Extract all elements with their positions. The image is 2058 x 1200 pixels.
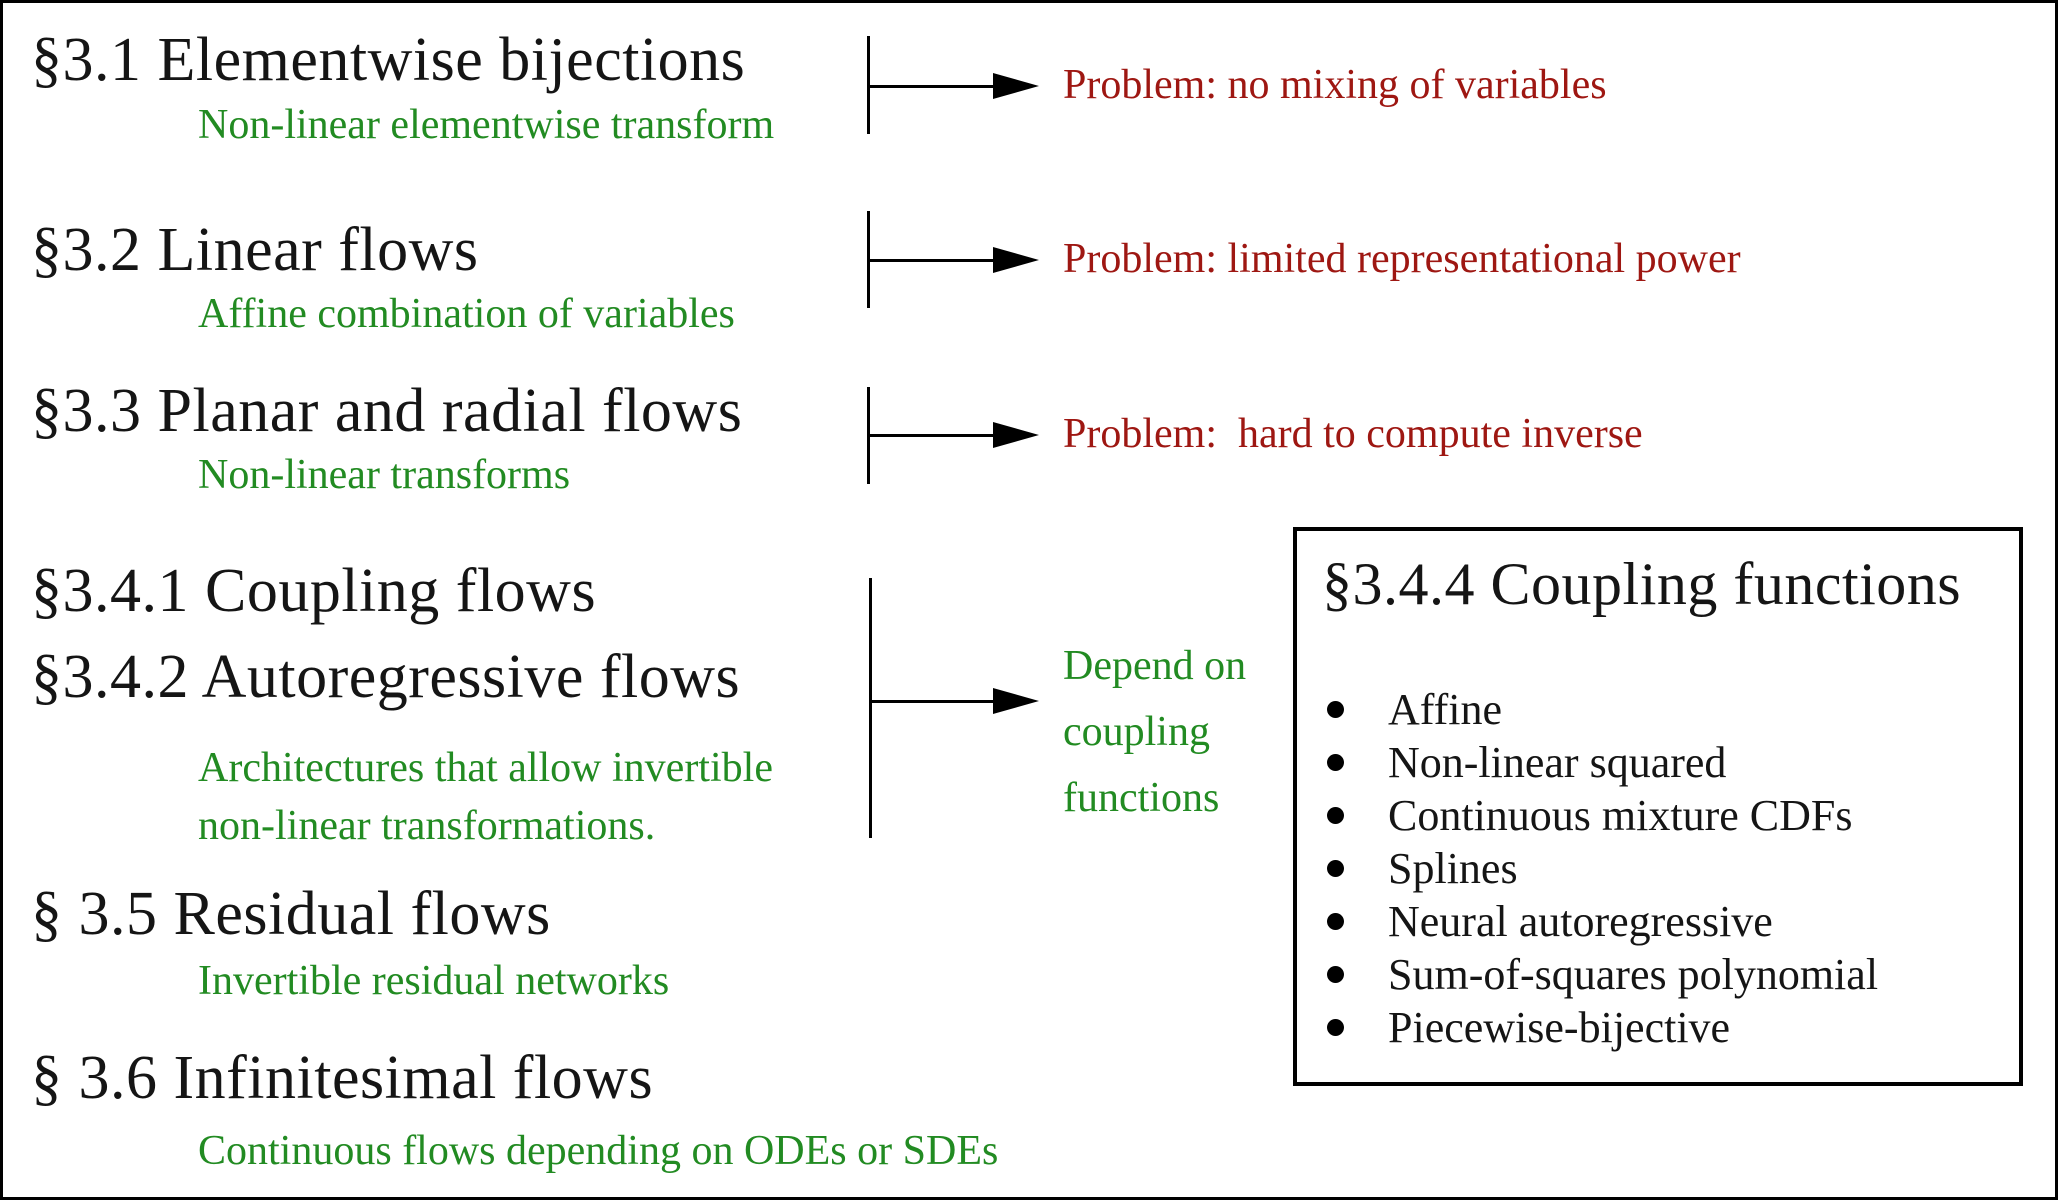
section-heading-3-1: §3.1 Elementwise bijections <box>31 26 746 94</box>
list-item-label: Sum-of-squares polynomial <box>1388 950 1879 999</box>
bullet-icon <box>1327 860 1344 877</box>
list-item: Non-linear squared <box>1327 736 1878 789</box>
arrow-shaft-3-3 <box>867 434 995 437</box>
bullet-icon <box>1327 754 1344 771</box>
bullet-icon <box>1327 966 1344 983</box>
problem-label-3-1: Problem: no mixing of variables <box>1063 62 1607 108</box>
section-subtitle-3-5: Invertible residual networks <box>198 958 670 1004</box>
coupling-functions-box: §3.4.4 Coupling functions Affine Non-lin… <box>1293 527 2023 1086</box>
bullet-icon <box>1327 807 1344 824</box>
depend-note-line1: Depend on <box>1063 643 1247 689</box>
list-item: Piecewise-bijective <box>1327 1001 1878 1054</box>
list-item: Continuous mixture CDFs <box>1327 789 1878 842</box>
depend-note-line2: coupling <box>1063 709 1210 755</box>
arrowhead-icon-3-2 <box>993 247 1039 273</box>
list-item: Neural autoregressive <box>1327 895 1878 948</box>
arrow-shaft-3-1 <box>867 85 995 88</box>
arrow-shaft-3-2 <box>867 259 995 262</box>
section-heading-3-2: §3.2 Linear flows <box>31 216 479 284</box>
section-subtitle-3-4-line1: Architectures that allow invertible <box>198 745 773 791</box>
depend-note-line3: functions <box>1063 775 1220 821</box>
list-item-label: Continuous mixture CDFs <box>1388 791 1853 840</box>
list-item-label: Splines <box>1388 844 1518 893</box>
coupling-functions-list: Affine Non-linear squared Continuous mix… <box>1327 683 1878 1054</box>
section-heading-3-4-2: §3.4.2 Autoregressive flows <box>31 643 741 711</box>
problem-label-3-3: Problem: hard to compute inverse <box>1063 411 1643 457</box>
list-item: Splines <box>1327 842 1878 895</box>
section-subtitle-3-2: Affine combination of variables <box>198 291 735 337</box>
section-heading-3-3: §3.3 Planar and radial flows <box>31 377 743 445</box>
depend-note: Depend on coupling functions <box>1063 633 1246 831</box>
section-subtitle-3-4-line2: non-linear transformations. <box>198 803 656 849</box>
section-subtitle-3-1: Non-linear elementwise transform <box>198 102 775 148</box>
arrowhead-icon-3-4 <box>993 688 1039 714</box>
bullet-icon <box>1327 1019 1344 1036</box>
section-heading-3-5: § 3.5 Residual flows <box>31 880 551 948</box>
section-subtitle-3-3: Non-linear transforms <box>198 452 571 498</box>
arrowhead-icon-3-3 <box>993 422 1039 448</box>
arrowhead-icon-3-1 <box>993 73 1039 99</box>
problem-label-3-2: Problem: limited representational power <box>1063 236 1741 282</box>
bullet-icon <box>1327 701 1344 718</box>
bullet-icon <box>1327 913 1344 930</box>
arrow-stem-3-4 <box>869 578 872 838</box>
section-heading-3-6: § 3.6 Infinitesimal flows <box>31 1044 654 1112</box>
list-item-label: Non-linear squared <box>1388 738 1727 787</box>
list-item: Affine <box>1327 683 1878 736</box>
arrow-shaft-3-4 <box>869 700 995 703</box>
section-subtitle-3-6: Continuous flows depending on ODEs or SD… <box>198 1128 999 1174</box>
list-item-label: Neural autoregressive <box>1388 897 1773 946</box>
section-heading-3-4-1: §3.4.1 Coupling flows <box>31 557 597 625</box>
list-item-label: Affine <box>1388 685 1503 734</box>
list-item: Sum-of-squares polynomial <box>1327 948 1878 1001</box>
list-item-label: Piecewise-bijective <box>1388 1003 1731 1052</box>
coupling-box-title: §3.4.4 Coupling functions <box>1322 551 1962 617</box>
section-subtitle-3-4: Architectures that allow invertible non-… <box>198 739 773 855</box>
